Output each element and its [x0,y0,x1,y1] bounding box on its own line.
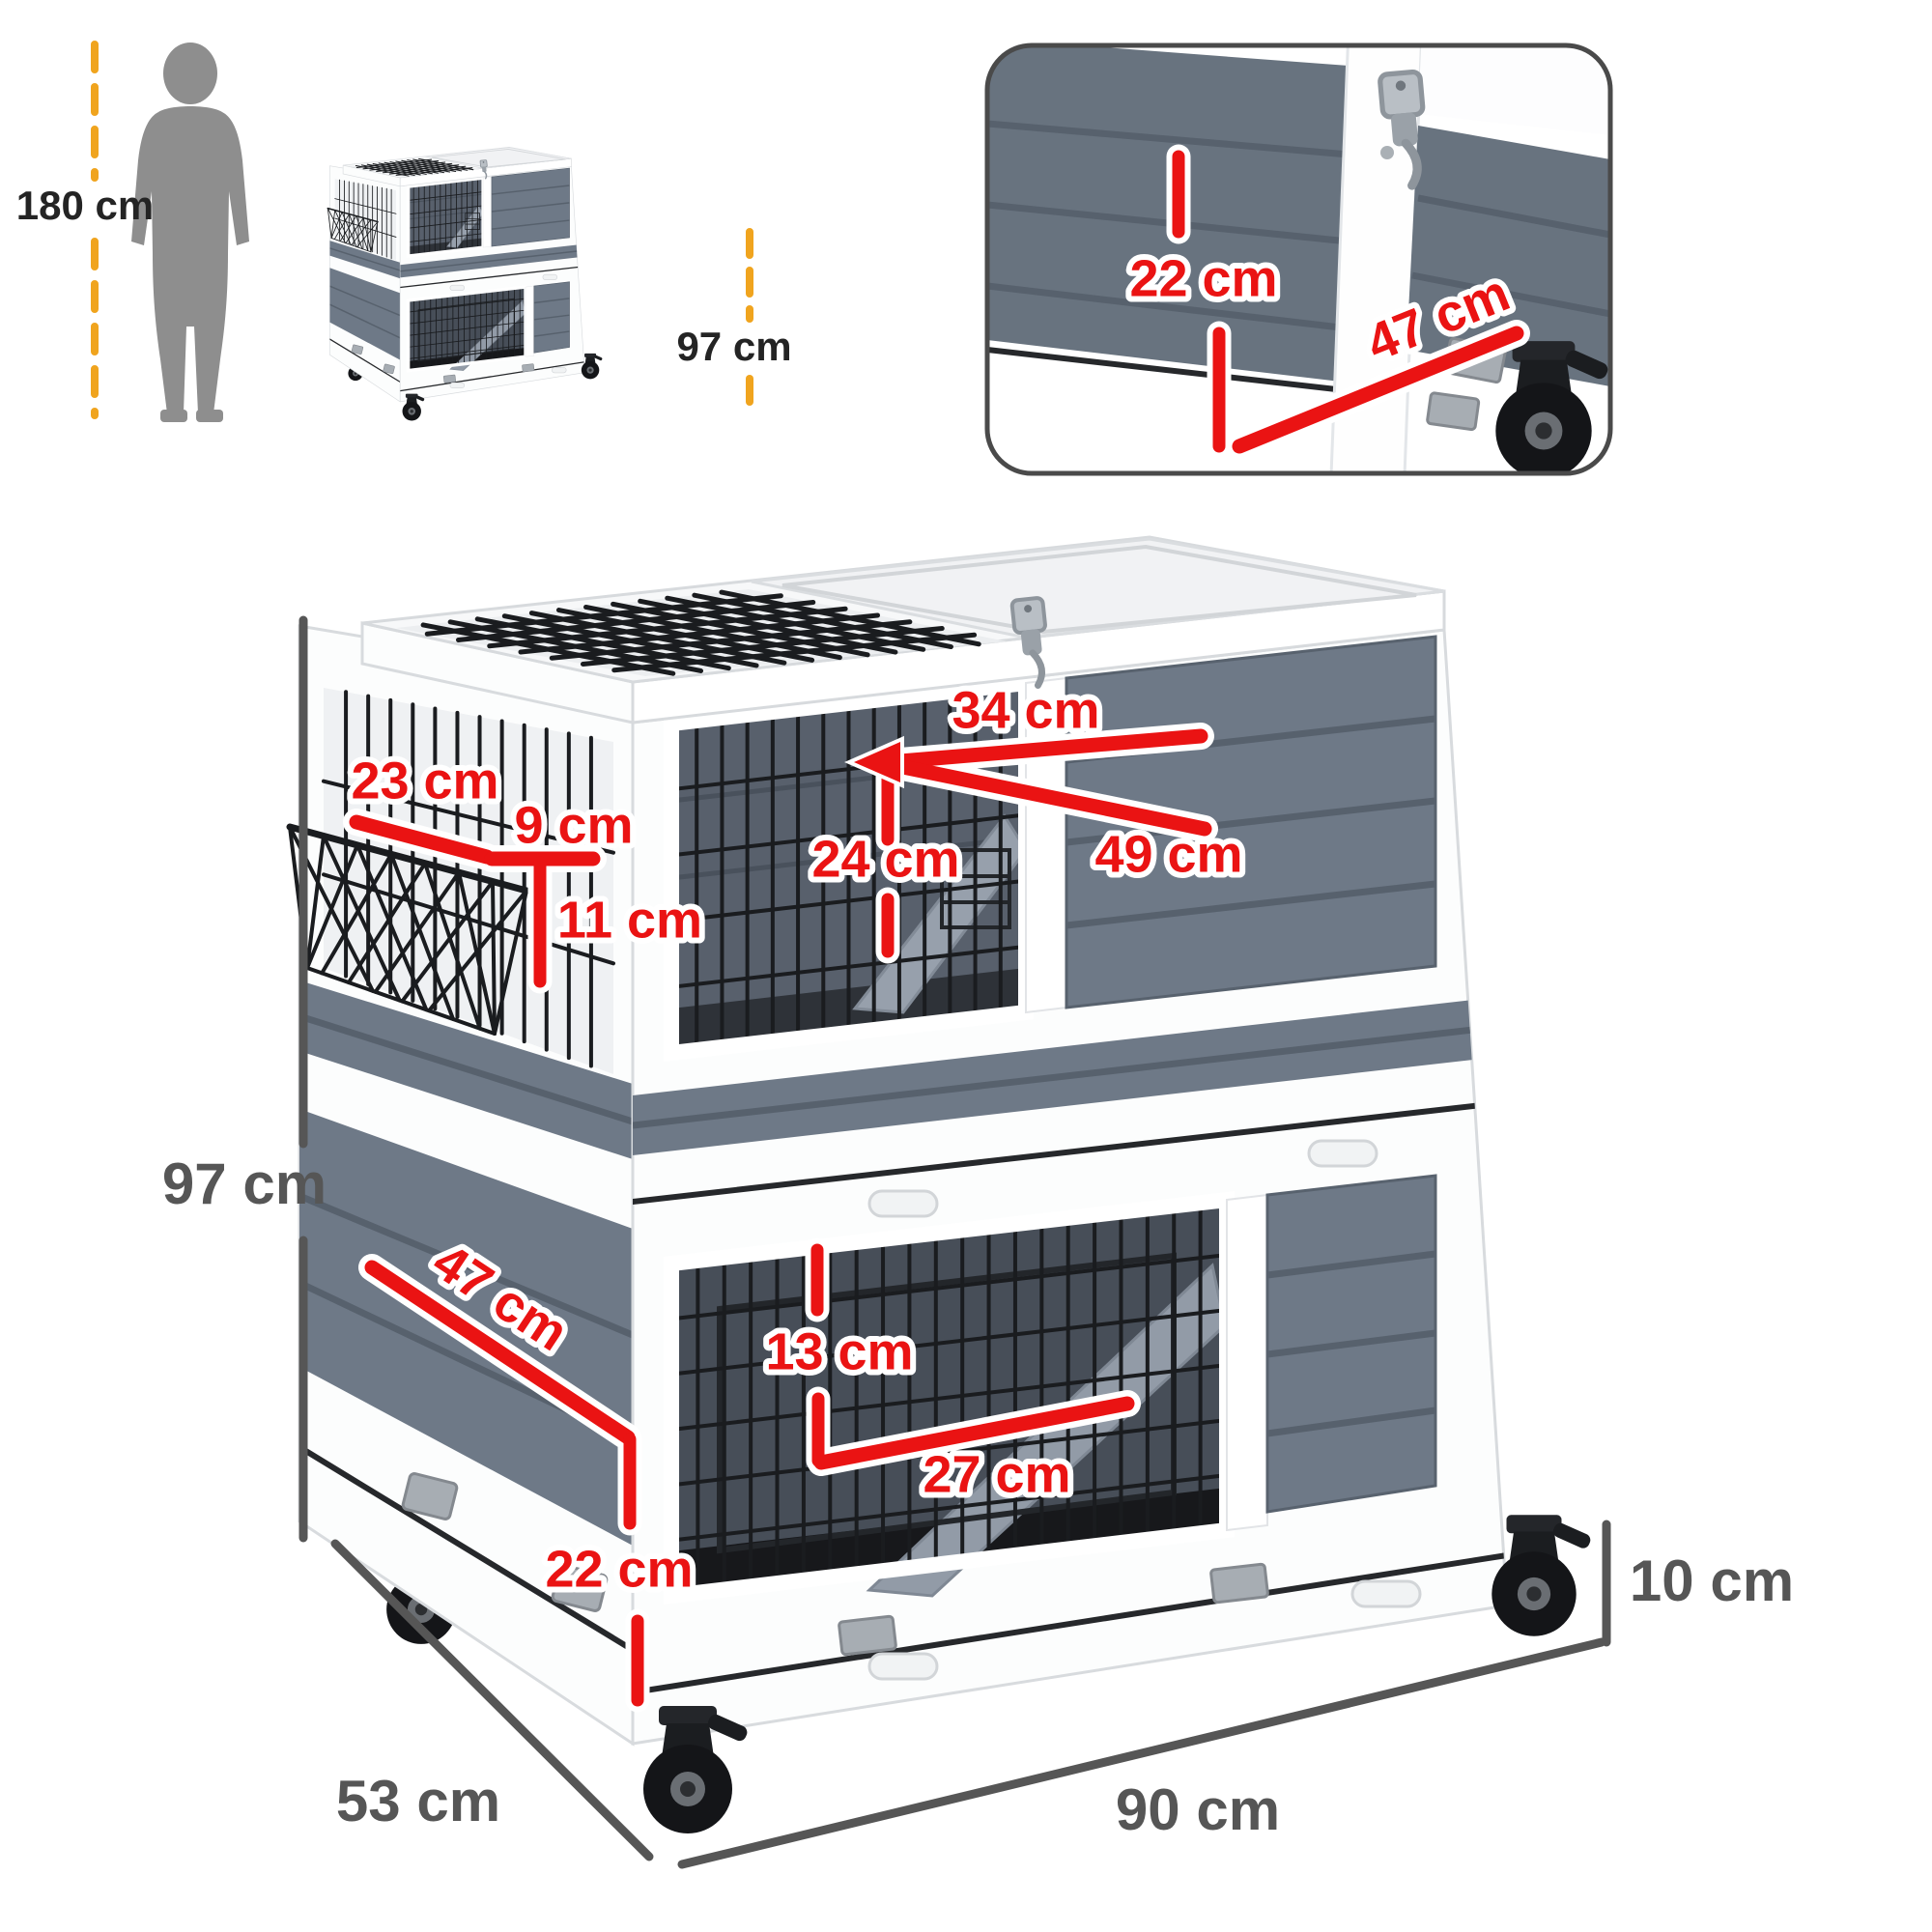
dim-label-hay-rack-opening: 9 cm [514,796,633,854]
dim-label-hay-rack-depth: 11 cm [557,891,702,949]
dim-label-upper-ramp: 49 cm [1094,825,1242,883]
dim-label-detail-door-height: 22 cm [1129,249,1277,307]
dim-label-lower-door-width: 27 cm [923,1445,1070,1503]
dim-label-lower-door-height: 13 cm [765,1322,913,1380]
dim-label-upper-door-height: 24 cm [811,830,959,888]
dim-label-overall-depth: 53 cm [336,1769,500,1833]
dimension-lines [298,144,1611,1869]
product-thumbnail [327,147,603,420]
human-silhouette [131,43,249,422]
dim-label-front-panel-height: 22 cm [545,1540,693,1598]
product-height-label: 97 cm [676,324,791,369]
dim-label-overall-width: 90 cm [1116,1777,1280,1842]
dim-label-top-opening: 34 cm [952,681,1099,739]
human-height-label: 180 cm [16,183,154,228]
scale-figure-panel: 180 cm 97 cm [16,41,792,422]
dimension-arrow [844,735,904,789]
main-illustration [290,537,1592,1833]
dim-label-ground-clearance: 10 cm [1630,1548,1794,1613]
dim-label-overall-height: 97 cm [162,1151,327,1216]
dim-label-hay-rack-width: 23 cm [351,752,498,810]
